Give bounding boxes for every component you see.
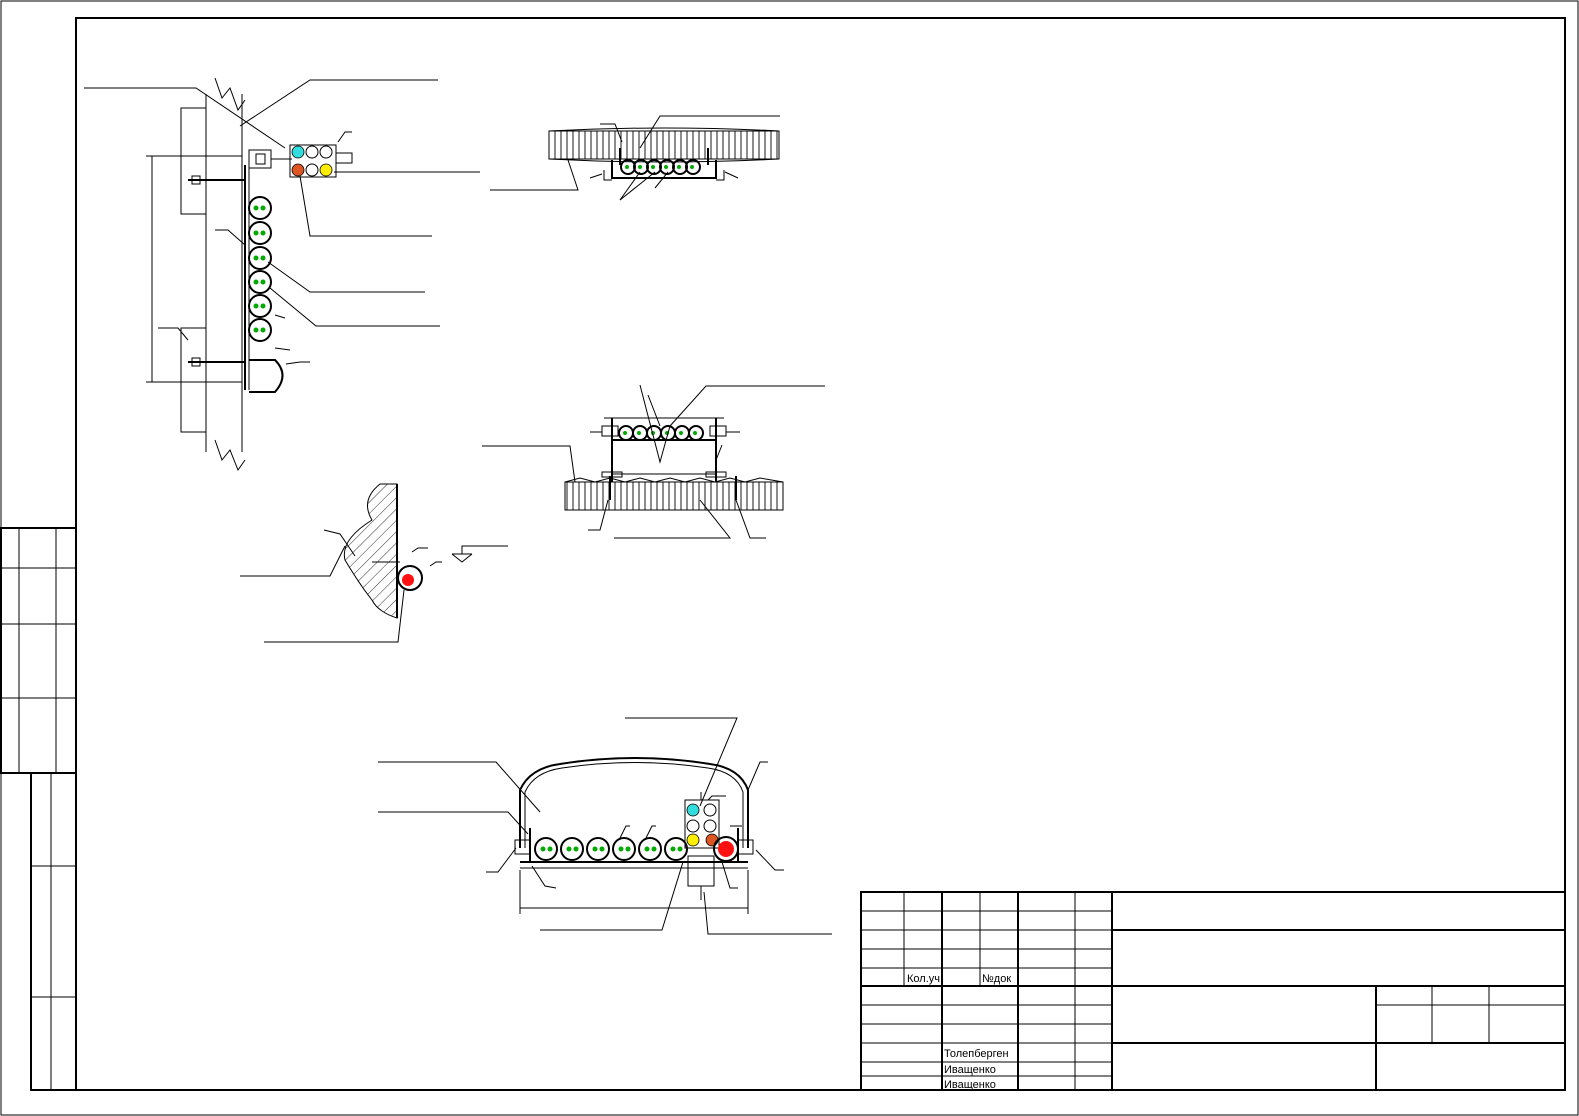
detail-wall-bracket	[84, 77, 480, 472]
detail-cable-enclosure	[378, 717, 832, 935]
title-block-name-3: Иващенко	[944, 1079, 996, 1091]
cable-stack-vertical	[248, 196, 272, 342]
left-margin-table-lower	[30, 772, 77, 1091]
title-block-name-1: Толепберген	[944, 1048, 1009, 1060]
cable-row-enclosure	[534, 837, 688, 861]
cable-row-on-supports	[618, 425, 704, 441]
detail-wall-section	[240, 483, 508, 643]
left-margin-table-upper	[0, 527, 77, 774]
title-block: Кол.уч №док Толепберген Иващенко Иващенк…	[860, 891, 1566, 1091]
cable-row-under-slab	[620, 159, 701, 175]
title-block-col-kol-uch: Кол.уч	[907, 973, 940, 985]
detail-tray-under-slab	[490, 115, 780, 201]
title-block-col-ndok: №док	[982, 973, 1011, 985]
detail-tray-on-supports	[482, 384, 825, 539]
title-block-name-2: Иващенко	[944, 1064, 996, 1076]
